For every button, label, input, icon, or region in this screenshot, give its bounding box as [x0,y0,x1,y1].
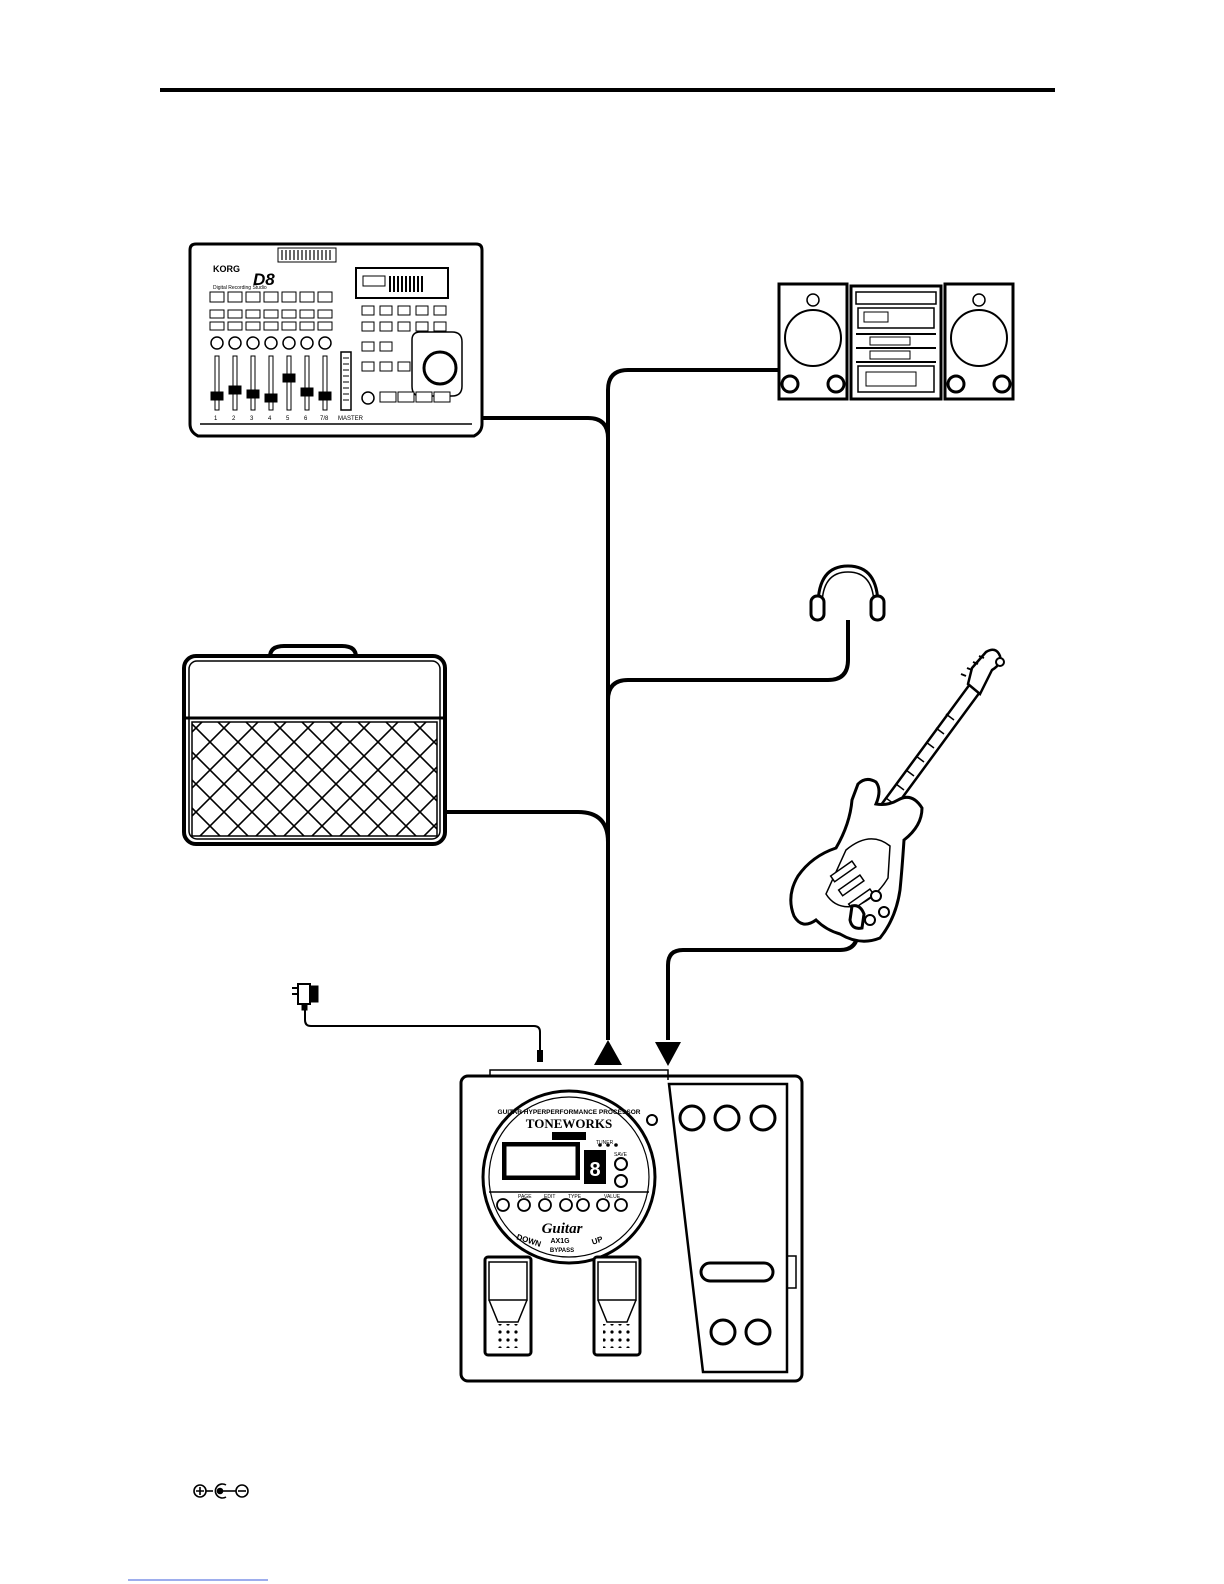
processor-header: GUITAR HYPERPERFORMANCE PROCESSOR [498,1109,641,1116]
stereo-system [779,284,1013,399]
output-arrow-icon [594,1040,622,1065]
output-trunk-cable [608,370,778,1040]
jog-dial-icon [424,352,456,384]
processor-model: AX1G [550,1238,570,1245]
channel-label: 7/8 [320,416,329,422]
value-up-button[interactable] [615,1199,627,1211]
recorder-d8: KORG D8 Digital Recording Studio [190,244,482,436]
led-indicator-icon [647,1115,657,1125]
save-button[interactable] [615,1158,627,1170]
multi-effects-processor: GUITAR HYPERPERFORMANCE PROCESSOR TONEWO… [461,1070,802,1381]
tuner-button[interactable] [615,1175,627,1187]
type-left-button[interactable] [560,1199,572,1211]
processor-brand: TONEWORKS [526,1116,612,1131]
recorder-subtitle: Digital Recording Studio [213,285,267,291]
processor-logo: Guitar [542,1221,583,1237]
edit-button[interactable] [539,1199,551,1211]
master-label: MASTER [338,416,364,422]
value-down-button[interactable] [597,1199,609,1211]
amplifier-grille [192,722,437,836]
page-left-button[interactable] [497,1199,509,1211]
ac-adapter [292,984,318,1010]
electric-guitar [791,650,1004,941]
headphones-left-cup [811,596,824,620]
type-right-button[interactable] [577,1199,589,1211]
footswitch-up[interactable] [594,1257,640,1355]
footswitch-down[interactable] [485,1257,531,1355]
page-right-button[interactable] [518,1199,530,1211]
headphones-cable [608,620,848,700]
recorder-cable [482,418,608,438]
adapter-plug-icon [537,1050,543,1062]
amplifier-cable [445,812,608,842]
dc-polarity-icon [194,1484,248,1498]
guitar-cable [668,930,858,1040]
headphones-right-cup [871,596,884,620]
guitar-amplifier [184,646,445,844]
input-arrow-icon [655,1042,681,1066]
headphones [811,566,884,620]
ac-adapter-cable [305,1010,540,1055]
digit-display-value: 8 [589,1159,600,1181]
recorder-brand: KORG [213,264,240,274]
bypass-label: BYPASS [550,1248,574,1254]
